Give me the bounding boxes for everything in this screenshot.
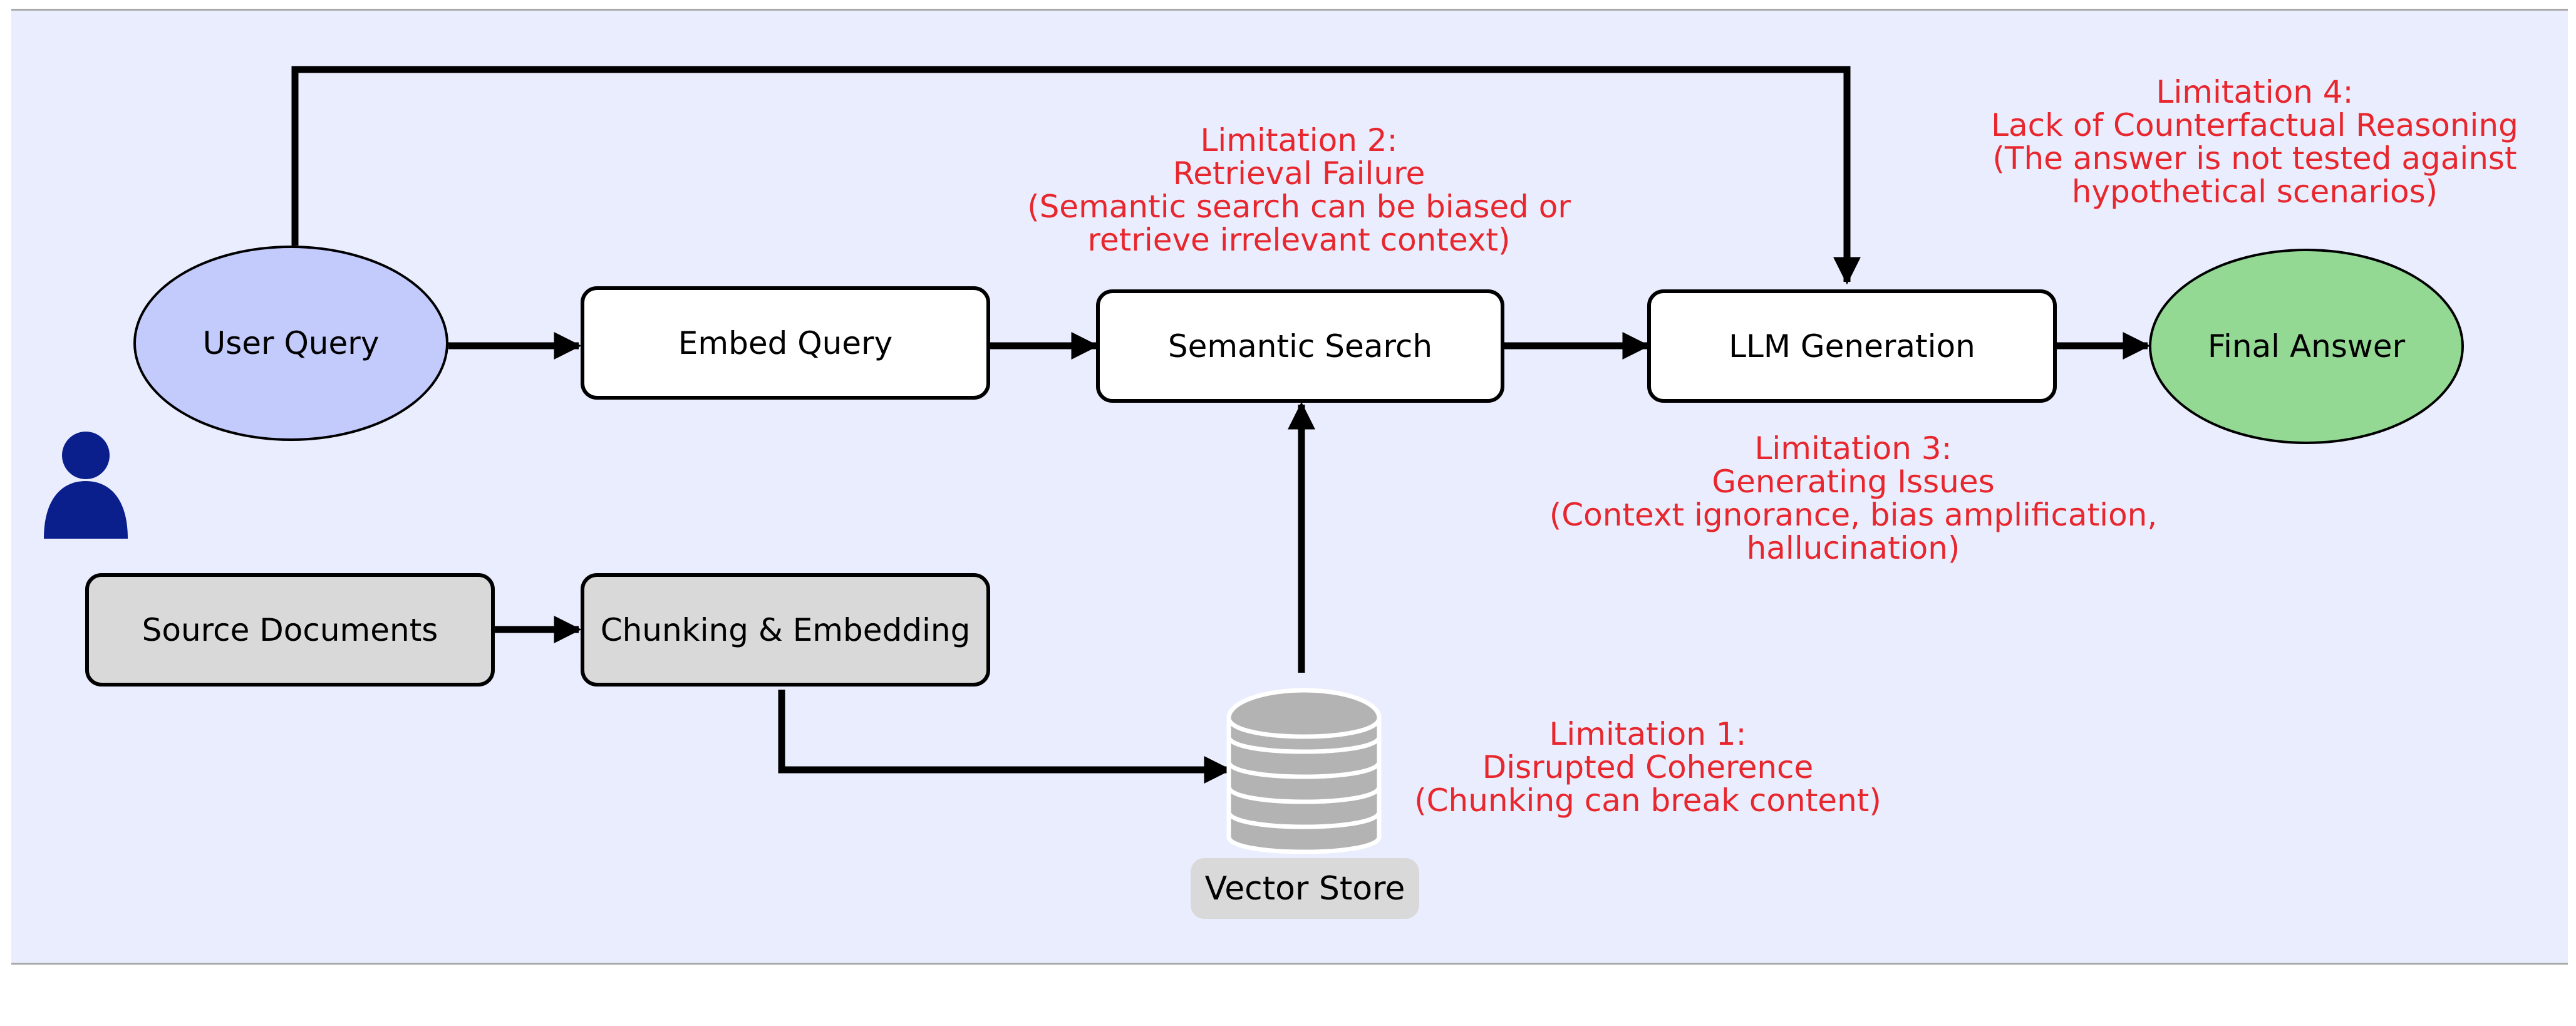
final-answer-node: Final Answer: [2149, 249, 2464, 444]
user-icon: [44, 432, 128, 539]
embed-query-label: Embed Query: [678, 324, 893, 361]
source-documents-node: Source Documents: [85, 573, 495, 687]
bypass-arrow: [291, 66, 1861, 285]
database-icon: [1226, 688, 1382, 854]
limitation-2-name: Retrieval Failure: [1172, 155, 1425, 192]
chunking-embedding-node: Chunking & Embedding: [581, 573, 990, 687]
vector-store-label: Vector Store: [1191, 858, 1419, 919]
limitation-4-title: Limitation 4:: [2156, 74, 2354, 110]
user-query-node: User Query: [133, 246, 448, 441]
limitation-1-note: Limitation 1: Disrupted Coherence (Chunk…: [1414, 718, 1881, 817]
limitation-3-name: Generating Issues: [1712, 464, 1995, 500]
limitation-3-detail-2: hallucination): [1746, 530, 1960, 566]
limitation-2-detail-1: (Semantic search can be biased or: [1027, 189, 1571, 225]
limitation-1-detail: (Chunking can break content): [1414, 782, 1881, 819]
llm-generation-label: LLM Generation: [1729, 328, 1975, 365]
embed-query-node: Embed Query: [581, 286, 990, 400]
final-answer-label: Final Answer: [2207, 328, 2406, 365]
limitation-4-note: Limitation 4: Lack of Counterfactual Rea…: [1991, 76, 2518, 209]
limitation-1-title: Limitation 1:: [1549, 716, 1747, 752]
limitation-2-title: Limitation 2:: [1200, 122, 1398, 158]
semantic-search-label: Semantic Search: [1167, 328, 1433, 365]
arrow-chunking-to-store: [778, 690, 1232, 784]
limitation-1-name: Disrupted Coherence: [1482, 749, 1814, 785]
limitation-2-detail-2: retrieve irrelevant context): [1087, 222, 1511, 258]
limitation-4-name: Lack of Counterfactual Reasoning: [1991, 107, 2518, 143]
chunking-embedding-label: Chunking & Embedding: [600, 611, 971, 648]
limitation-3-detail-1: (Context ignorance, bias amplification,: [1549, 497, 2158, 533]
limitation-2-note: Limitation 2: Retrieval Failure (Semanti…: [1027, 124, 1571, 257]
semantic-search-node: Semantic Search: [1096, 289, 1504, 403]
limitation-4-detail-1: (The answer is not tested against: [1992, 140, 2517, 177]
limitation-4-detail-2: hypothetical scenarios): [2071, 174, 2438, 210]
llm-generation-node: LLM Generation: [1647, 289, 2057, 403]
source-documents-label: Source Documents: [142, 611, 438, 648]
limitation-3-title: Limitation 3:: [1754, 430, 1952, 467]
limitation-3-note: Limitation 3: Generating Issues (Context…: [1549, 432, 2157, 565]
user-query-label: User Query: [202, 325, 380, 361]
